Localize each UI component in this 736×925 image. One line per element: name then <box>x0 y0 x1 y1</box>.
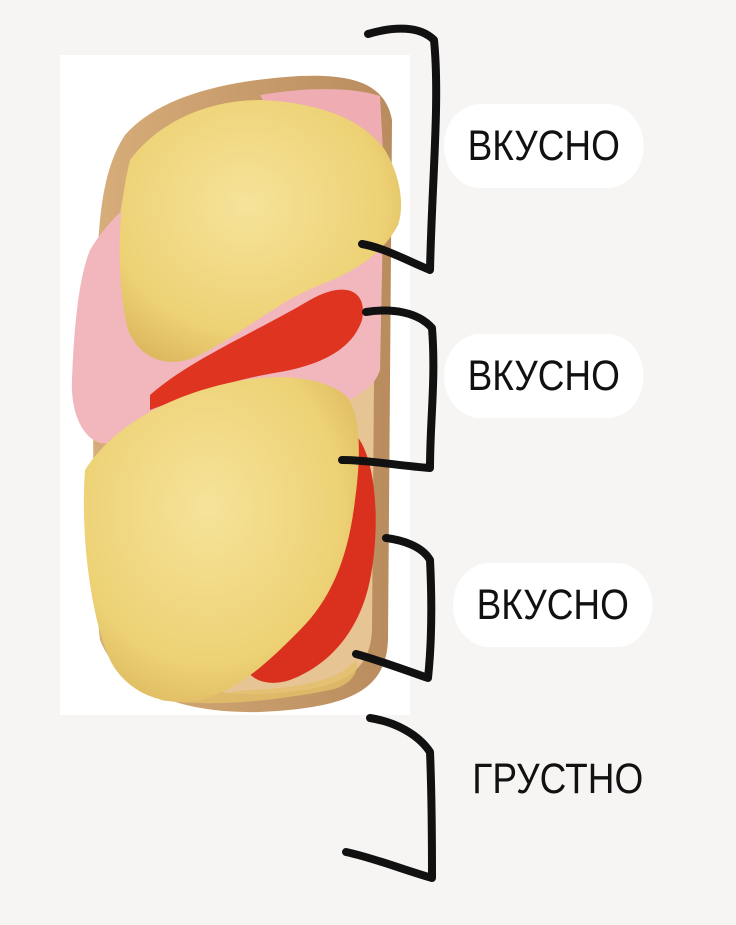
label-tasty-3: ВКУСНО <box>453 563 653 647</box>
bracket-2 <box>338 306 438 472</box>
label-tasty-2: ВКУСНО <box>444 334 644 418</box>
label-sad: ГРУСТНО <box>472 754 644 803</box>
tomato-slice-bottom <box>245 430 376 683</box>
bracket-3 <box>352 534 436 682</box>
bracket-1 <box>358 24 441 274</box>
label-tasty-1: ВКУСНО <box>444 104 644 188</box>
bracket-group <box>338 24 441 882</box>
cheese-slice-top <box>119 100 402 362</box>
tomato-slice-top <box>150 289 363 410</box>
sandwich-image <box>71 75 402 713</box>
bracket-4 <box>342 714 436 882</box>
cheese-slice-bottom <box>83 377 359 702</box>
